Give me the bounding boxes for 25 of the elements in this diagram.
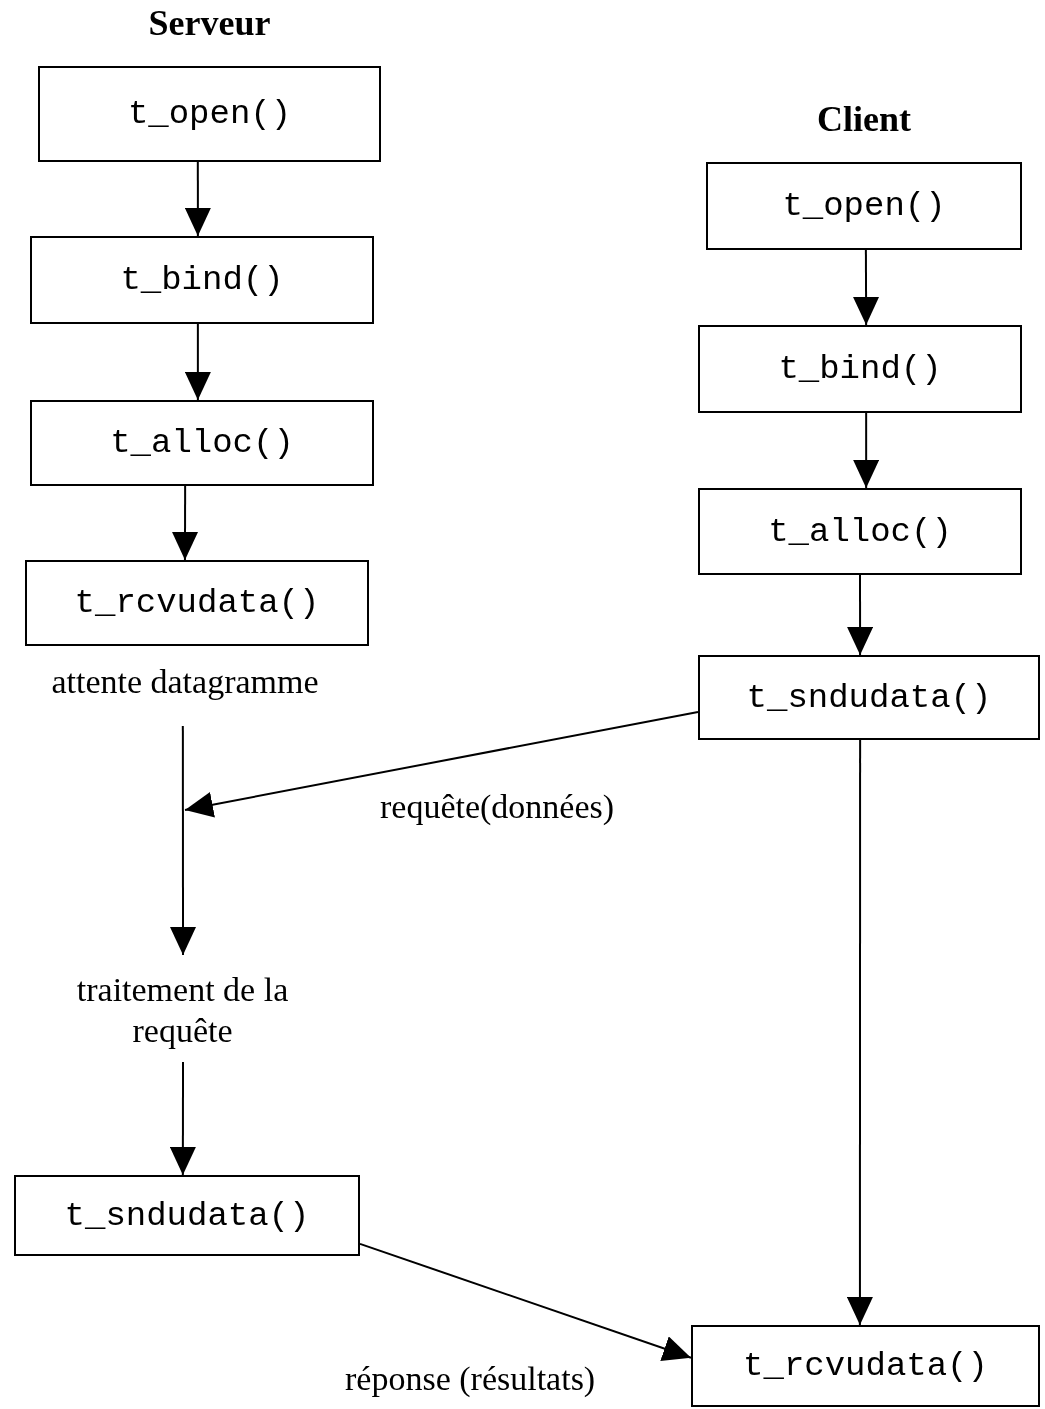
arrow — [853, 412, 880, 489]
arrow — [172, 485, 199, 561]
function-box: t_open() — [706, 162, 1022, 250]
arrow — [846, 739, 873, 1326]
function-box: t_alloc() — [698, 488, 1022, 575]
function-box: t_rcvudata() — [691, 1325, 1040, 1407]
arrow — [184, 323, 211, 401]
arrow — [169, 1061, 196, 1176]
function-box: t_open() — [38, 66, 381, 162]
arrow — [170, 725, 196, 956]
arrow — [847, 574, 874, 656]
column-heading: Serveur — [148, 2, 271, 44]
column-heading: Client — [817, 98, 911, 140]
arrow — [359, 1242, 692, 1361]
function-box: t_bind() — [30, 236, 374, 324]
arrow — [853, 249, 880, 326]
function-box: t_sndudata() — [14, 1175, 360, 1256]
step-text: attente datagramme — [5, 658, 365, 706]
arrow — [184, 710, 699, 818]
step-text: traitement de la requête — [50, 965, 315, 1057]
function-box: t_bind() — [698, 325, 1022, 413]
arrow — [184, 161, 211, 237]
function-box: t_sndudata() — [698, 655, 1040, 740]
function-box: t_rcvudata() — [25, 560, 369, 646]
function-box: t_alloc() — [30, 400, 374, 486]
